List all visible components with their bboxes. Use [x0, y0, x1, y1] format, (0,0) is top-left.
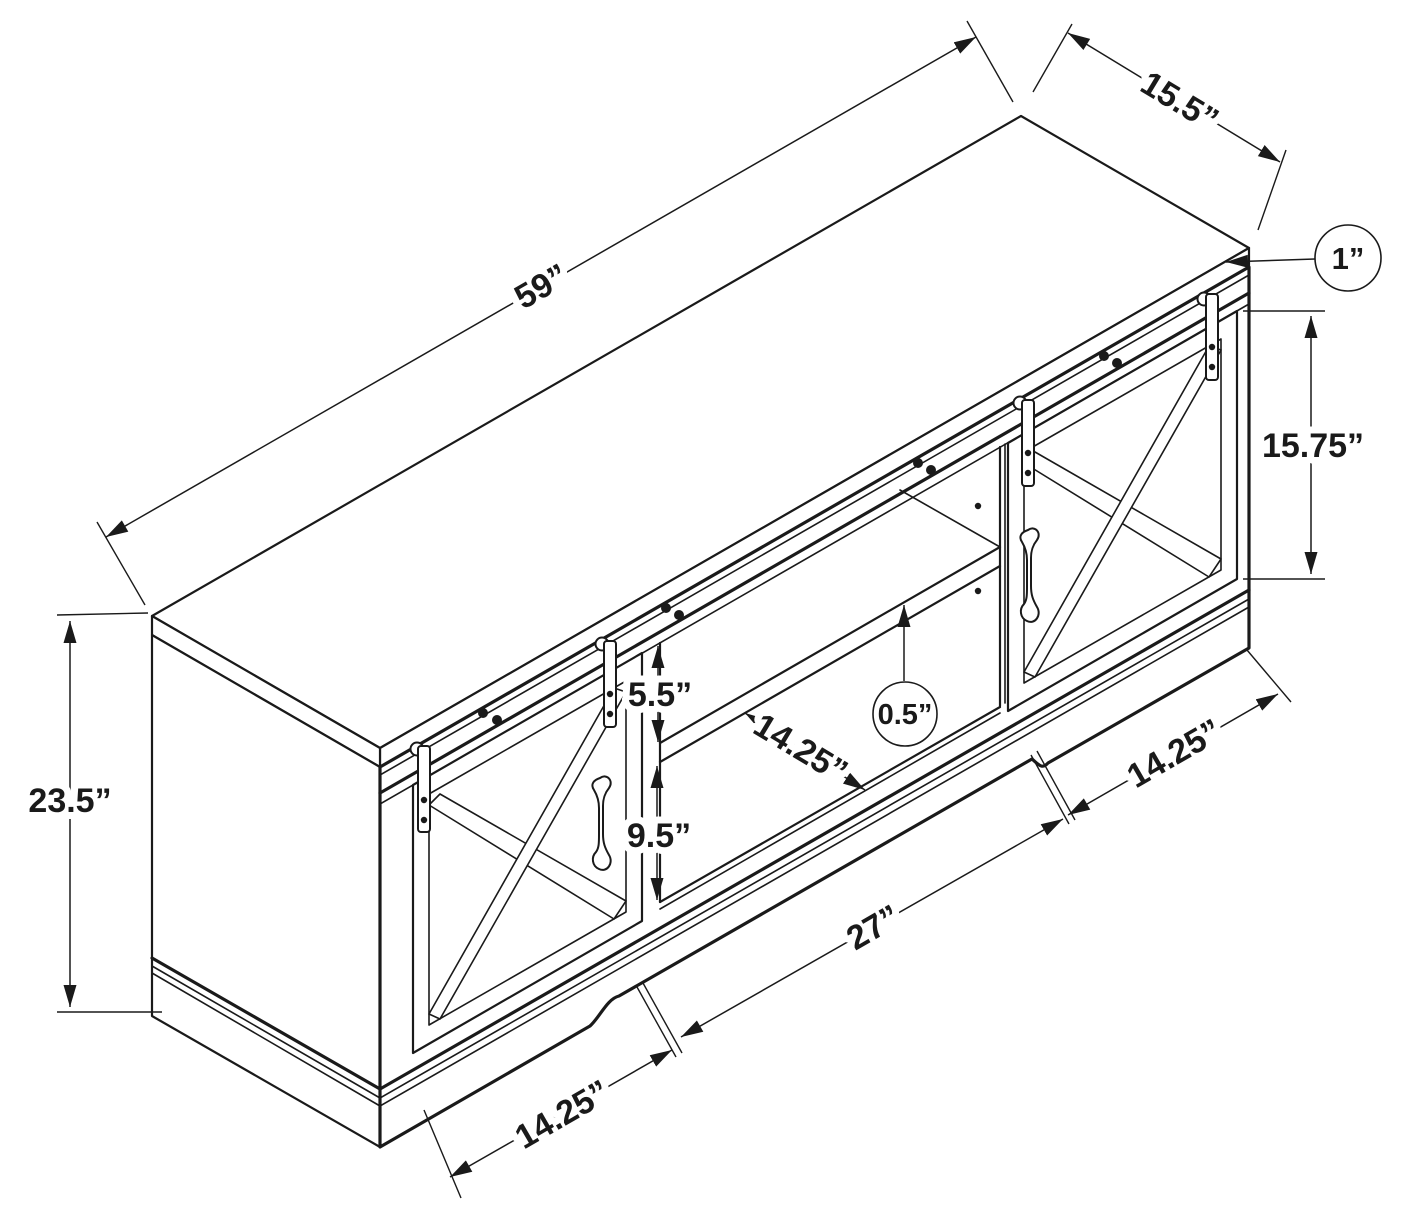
dim-lower-opening-label: 9.5” [627, 817, 691, 855]
dim-upper-opening-5-5: 5.5” [621, 646, 699, 742]
dim-door-height-15-75: 15.75” [1243, 310, 1371, 580]
callout-top-thickness-label: 1” [1332, 241, 1365, 276]
dim-center-section-label: 27” [840, 898, 906, 958]
barn-door-left [409, 636, 644, 1055]
door-handle[interactable] [1019, 527, 1040, 623]
callout-top-thickness-1: 1” [1225, 224, 1382, 292]
dim-height-label: 23.5” [28, 782, 111, 820]
door-x-brace [1023, 345, 1222, 678]
shelf-front-edge [658, 545, 1002, 745]
dim-width-label: 59” [508, 257, 574, 317]
dim-upper-opening-label: 5.5” [628, 676, 692, 714]
dim-left-section-label: 14.25” [509, 1073, 616, 1157]
shelf-bottom-edge [658, 564, 1002, 764]
callout-shelf-thickness-0-5: 0.5” [872, 605, 938, 747]
dim-height-23-5: 23.5” [21, 612, 162, 1013]
dim-right-section-label: 14.25” [1121, 712, 1228, 796]
door-hanger-straps [1012, 291, 1219, 487]
barn-door-right [1006, 291, 1239, 713]
door-x-brace [428, 687, 627, 1020]
door-handle[interactable] [591, 775, 612, 871]
dim-depth-label: 15.5” [1134, 64, 1225, 139]
callout-shelf-thickness-label: 0.5” [878, 699, 933, 731]
dim-door-height-label: 15.75” [1262, 427, 1364, 465]
door-hanger-straps [409, 636, 617, 833]
shelf-pin-hole [974, 502, 982, 510]
shelf-pin-hole [974, 587, 982, 595]
cabinet-drawing [150, 114, 1251, 1149]
